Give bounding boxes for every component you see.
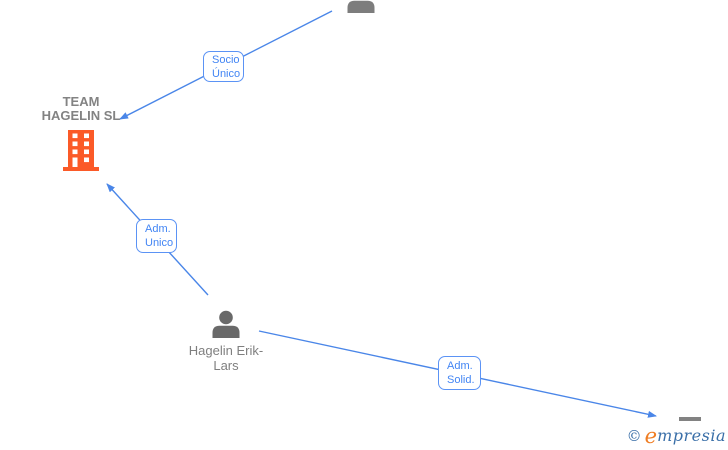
edge-label-line: Adm. [447,360,473,372]
empresia-watermark[interactable]: © e mpresia [627,421,728,450]
copyright-symbol: © [626,426,642,445]
top-person-icon[interactable] [346,0,376,18]
empresia-logo-text: mpresia [657,426,726,445]
edge-label-line: Único [212,67,241,80]
company-name-team-hagelin-sl[interactable]: TEAM HAGELIN SL [21,95,141,123]
edge-label-adm-solid: Adm. Solid. [438,356,481,390]
company-building-icon[interactable] [63,130,99,176]
company-name-line: HAGELIN SL [41,108,121,123]
edge-label-line: Socio [212,53,240,66]
person-icon-hagelin-erik-lars[interactable] [211,310,241,343]
empresia-logo-e: e [644,423,658,448]
edge-label-line: Adm. [145,223,171,235]
company-name-line: TEAM [62,94,100,109]
edge-label-socio-unico: Socio Único [203,51,244,82]
person-name-hagelin-erik-lars[interactable]: Hagelin Erik- Lars [166,343,286,373]
edge-label-adm-unico: Adm. Unico [136,219,177,253]
person-name-line: Lars [213,358,239,373]
edge-label-line: Solid. [447,374,475,386]
person-name-line: Hagelin Erik- [188,343,264,358]
edge-label-line: Unico [145,237,174,249]
